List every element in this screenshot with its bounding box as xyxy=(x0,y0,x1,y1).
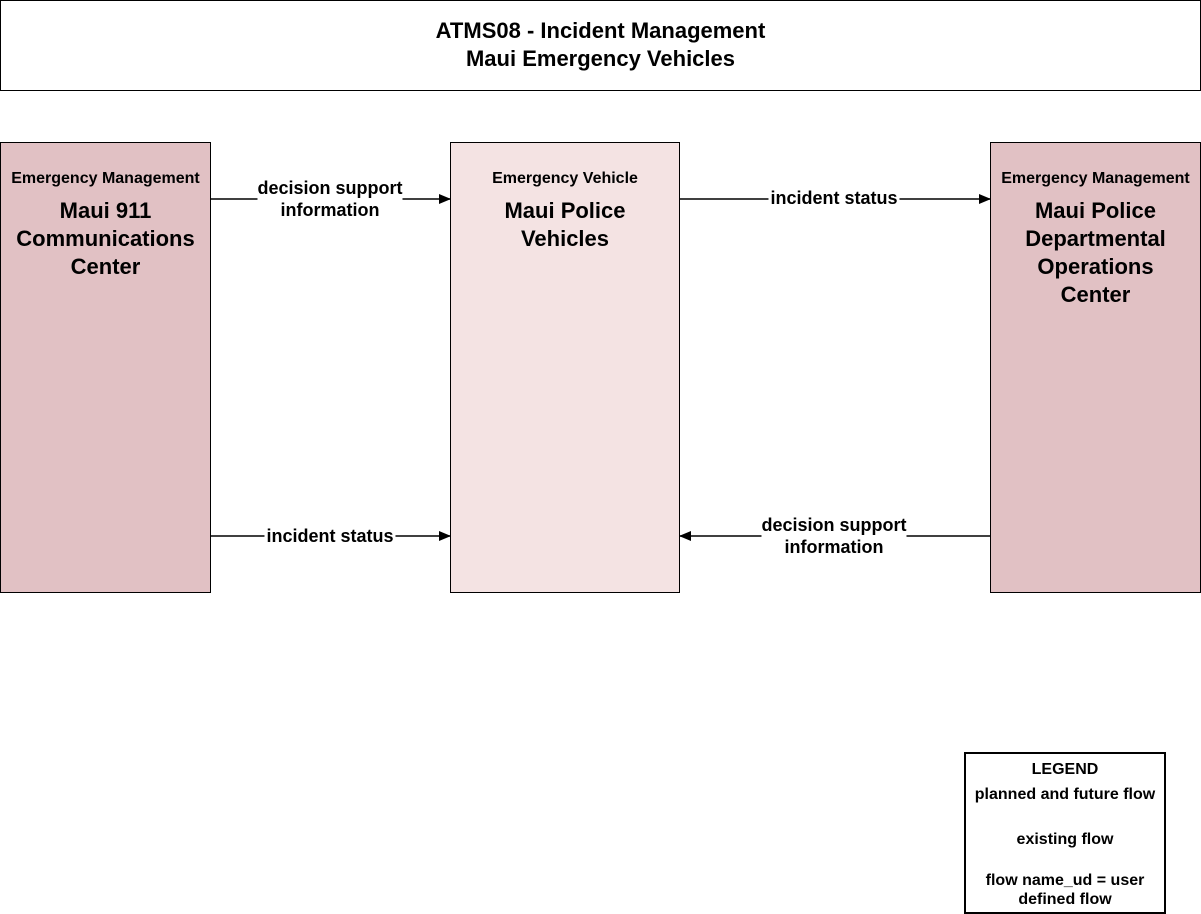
legend-user-defined-label: flow name_ud = user defined flow xyxy=(985,872,1145,908)
title-line-1: ATMS08 - Incident Management xyxy=(435,18,766,43)
entity-name: Maui Police Departmental Operations Cent… xyxy=(1025,198,1166,307)
entity-name: Maui Police Vehicles xyxy=(504,198,626,251)
flow-label-line: incident status xyxy=(266,526,394,546)
flow-label-line: information xyxy=(280,200,380,220)
flow-label-line: decision support xyxy=(257,178,403,198)
flow-label-line: information xyxy=(784,537,884,557)
entity-maui-police-departmental-operations-center: Emergency Management Maui Police Departm… xyxy=(990,142,1201,593)
flow-label-decision-support-911-to-vehicles: decision support information xyxy=(257,177,403,221)
entity-category: Emergency Management xyxy=(11,170,200,187)
legend-existing-label: existing flow xyxy=(1016,831,1114,848)
diagram-title: ATMS08 - Incident Management Maui Emerge… xyxy=(0,0,1201,91)
legend: LEGEND planned and future flow existing … xyxy=(964,752,1166,914)
flow-label-incident-status-vehicles-to-doc: incident status xyxy=(768,187,900,209)
title-line-2: Maui Emergency Vehicles xyxy=(465,46,736,71)
flow-label-decision-support-doc-to-vehicles: decision support information xyxy=(761,514,907,558)
legend-title: LEGEND xyxy=(1031,761,1099,778)
flow-label-line: decision support xyxy=(761,515,907,535)
entity-category: Emergency Vehicle xyxy=(492,170,638,187)
entity-maui-police-vehicles: Emergency Vehicle Maui Police Vehicles xyxy=(450,142,680,593)
flow-label-incident-status-911-to-vehicles: incident status xyxy=(264,525,396,547)
entity-maui-911-communications-center: Emergency Management Maui 911 Communicat… xyxy=(0,142,211,593)
legend-planned-label: planned and future flow xyxy=(974,786,1156,803)
entity-name: Maui 911 Communications Center xyxy=(16,198,195,279)
entity-category: Emergency Management xyxy=(1001,170,1190,187)
flow-label-line: incident status xyxy=(770,188,898,208)
